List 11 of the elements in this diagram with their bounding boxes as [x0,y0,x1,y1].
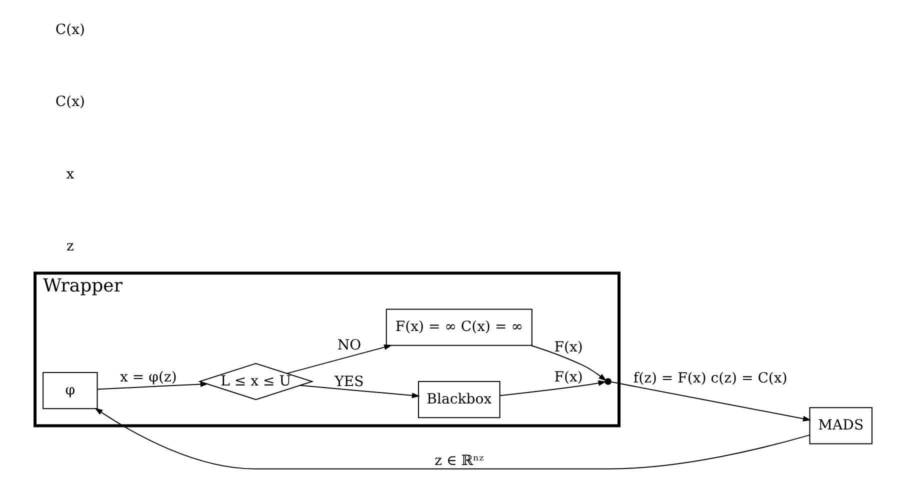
edge-label: F(x) [554,340,582,356]
edge-label: z ∈ ℝⁿᶻ [434,453,484,470]
edge-label: NO [336,338,361,354]
edge-label: YES [334,374,364,390]
edge-label: F(x) [554,370,582,386]
label: C(x) [54,22,84,38]
label: C(x) [54,94,84,110]
edge-label: f(z) = F(x) c(z) = C(x) [632,370,787,387]
edge-label: x = φ(z) [120,370,176,386]
label: z [66,238,74,255]
label: x [66,166,74,182]
